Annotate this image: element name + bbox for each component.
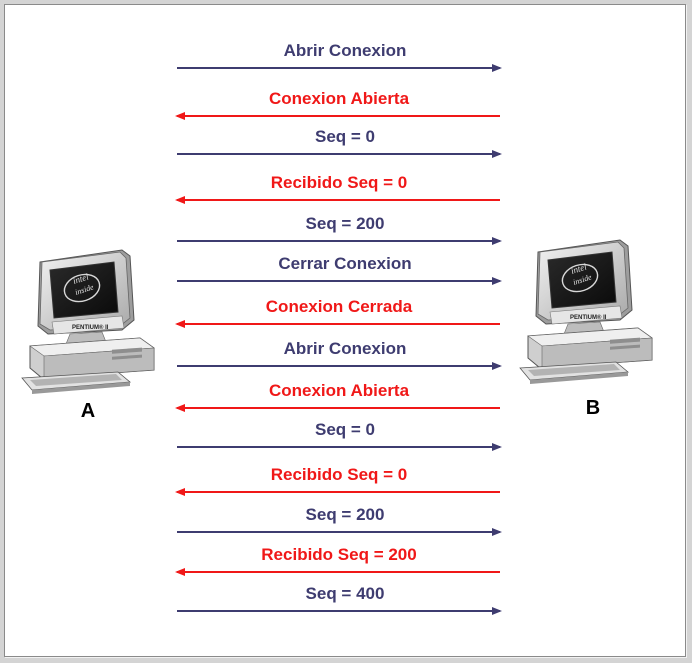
arrowhead-right-icon [492,528,502,536]
message-3: Seq = 0 [177,127,502,158]
message-label: Seq = 400 [306,584,385,603]
message-label: Seq = 200 [306,214,385,233]
arrowhead-left-icon [175,404,185,412]
message-7: Conexion Cerrada [175,297,500,328]
message-label: Abrir Conexion [284,339,407,358]
arrowhead-left-icon [175,112,185,120]
message-5: Seq = 200 [177,214,502,245]
message-8: Abrir Conexion [177,339,502,370]
arrowhead-right-icon [492,150,502,158]
computer-a-icon [21,249,155,395]
message-label: Seq = 200 [306,505,385,524]
arrowhead-left-icon [175,196,185,204]
message-10: Seq = 0 [177,420,502,451]
arrowhead-right-icon [492,362,502,370]
message-4: Recibido Seq = 0 [175,173,500,204]
arrowhead-right-icon [492,237,502,245]
message-6: Cerrar Conexion [177,254,502,285]
arrowhead-left-icon [175,320,185,328]
arrowhead-right-icon [492,443,502,451]
arrowhead-right-icon [492,277,502,285]
arrowhead-left-icon [175,568,185,576]
message-14: Seq = 400 [177,584,502,615]
message-label: Abrir Conexion [284,41,407,60]
arrowhead-left-icon [175,488,185,496]
message-label: Recibido Seq = 0 [271,173,408,192]
message-9: Conexion Abierta [175,381,500,412]
message-label: Conexion Abierta [269,381,410,400]
node-label-a: A [81,400,95,422]
arrowhead-right-icon [492,607,502,615]
message-label: Seq = 0 [315,420,375,439]
message-label: Seq = 0 [315,127,375,146]
message-label: Conexion Cerrada [266,297,413,316]
message-13: Recibido Seq = 200 [175,545,500,576]
message-2: Conexion Abierta [175,89,500,120]
message-1: Abrir Conexion [177,41,502,72]
computer-b-icon [519,239,653,385]
message-label: Conexion Abierta [269,89,410,108]
message-12: Seq = 200 [177,505,502,536]
message-label: Recibido Seq = 0 [271,465,408,484]
arrowhead-right-icon [492,64,502,72]
message-label: Cerrar Conexion [278,254,411,273]
message-label: Recibido Seq = 200 [261,545,416,564]
node-label-b: B [586,397,600,419]
message-11: Recibido Seq = 0 [175,465,500,496]
